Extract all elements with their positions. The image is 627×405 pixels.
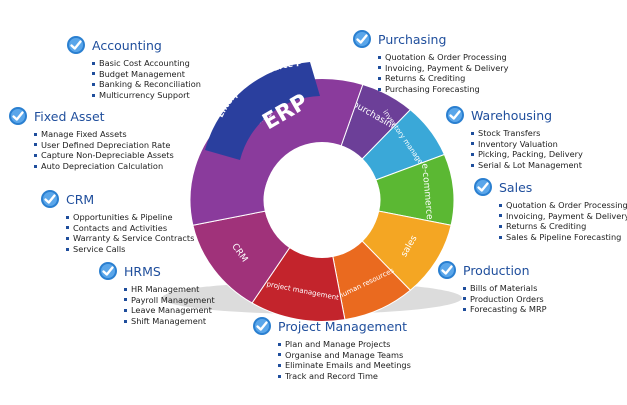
module-purchasing-title: Purchasing — [352, 29, 509, 49]
checkmark-icon — [353, 30, 371, 48]
module-item: Stock Transfers — [471, 128, 583, 139]
module-sales-name: Sales — [499, 179, 533, 195]
module-warehousing-name: Warehousing — [471, 107, 553, 123]
module-item: Returns & Crediting — [378, 73, 509, 84]
module-fixed-asset-title: Fixed Asset — [8, 106, 174, 126]
module-item: Invoicing, Payment & Delivery — [499, 211, 627, 222]
module-production: Production Bills of Materials Production… — [437, 260, 547, 315]
module-accounting: Accounting Basic Cost Accounting Budget … — [66, 35, 201, 101]
module-fixed-asset: Fixed Asset Manage Fixed Assets User Def… — [8, 106, 174, 172]
module-item: Leave Management — [124, 305, 215, 316]
checkmark-icon — [41, 190, 59, 208]
module-item: Bills of Materials — [463, 283, 547, 294]
module-item: Warranty & Service Contracts — [66, 233, 194, 244]
module-project-management-name: Project Management — [278, 318, 408, 334]
module-item: Organise and Manage Teams — [278, 350, 411, 361]
module-crm-title: CRM — [40, 189, 194, 209]
module-item: Budget Management — [92, 69, 201, 80]
wheel-segment-label: e-commerce — [419, 163, 434, 220]
module-item: Track and Record Time — [278, 371, 411, 382]
module-item: Basic Cost Accounting — [92, 58, 201, 69]
module-item: Shift Management — [124, 316, 215, 327]
module-accounting-title: Accounting — [66, 35, 201, 55]
checkmark-icon — [438, 261, 456, 279]
checkmark-icon — [446, 106, 464, 124]
module-item: Capture Non-Depreciable Assets — [34, 150, 174, 161]
module-item: Returns & Crediting — [499, 221, 627, 232]
erp-cap — [205, 62, 320, 160]
module-crm: CRM Opportunities & Pipeline Contacts an… — [40, 189, 194, 255]
module-project-management-title: Project Management — [252, 316, 411, 336]
checkmark-icon — [474, 178, 492, 196]
module-item: Contacts and Activities — [66, 223, 194, 234]
module-item: Manage Fixed Assets — [34, 129, 174, 140]
module-item: Purchasing Forecasting — [378, 84, 509, 95]
module-item: HR Management — [124, 284, 215, 295]
module-crm-name: CRM — [66, 191, 95, 207]
module-warehousing: Warehousing Stock Transfers Inventory Va… — [445, 105, 583, 171]
checkmark-icon — [253, 317, 271, 335]
module-item: Service Calls — [66, 244, 194, 255]
module-purchasing: Purchasing Quotation & Order Processing … — [352, 29, 509, 95]
module-purchasing-name: Purchasing — [378, 31, 447, 47]
module-item: Production Orders — [463, 294, 547, 305]
module-item: Auto Depreciation Calculation — [34, 161, 174, 172]
module-sales-title: Sales — [473, 177, 627, 197]
module-item: Invoicing, Payment & Delivery — [378, 63, 509, 74]
module-item: Quotation & Order Processing — [499, 200, 627, 211]
module-hrms: HRMS HR Management Payroll Management Le… — [98, 261, 215, 327]
module-project-management: Project Management Plan and Manage Proje… — [252, 316, 411, 382]
wheel-center-hole — [264, 142, 380, 258]
module-item: Picking, Packing, Delivery — [471, 149, 583, 160]
module-item: Sales & Pipeline Forecasting — [499, 232, 627, 243]
module-item: Payroll Management — [124, 295, 215, 306]
module-production-name: Production — [463, 262, 530, 278]
module-hrms-title: HRMS — [98, 261, 215, 281]
checkmark-icon — [99, 262, 117, 280]
module-item: Multicurrency Support — [92, 90, 201, 101]
module-item: Quotation & Order Processing — [378, 52, 509, 63]
module-fixed-asset-name: Fixed Asset — [34, 108, 105, 124]
module-warehousing-title: Warehousing — [445, 105, 583, 125]
module-item: Plan and Manage Projects — [278, 339, 411, 350]
checkmark-icon — [9, 107, 27, 125]
module-accounting-name: Accounting — [92, 37, 162, 53]
module-item: User Defined Depreciation Rate — [34, 140, 174, 151]
module-item: Banking & Reconciliation — [92, 79, 201, 90]
module-item: Serial & Lot Management — [471, 160, 583, 171]
module-hrms-name: HRMS — [124, 263, 161, 279]
module-item: Inventory Valuation — [471, 139, 583, 150]
module-item: Eliminate Emails and Meetings — [278, 360, 411, 371]
module-production-title: Production — [437, 260, 547, 280]
module-sales: Sales Quotation & Order Processing Invoi… — [473, 177, 627, 243]
checkmark-icon — [67, 36, 85, 54]
module-item: Forecasting & MRP — [463, 304, 547, 315]
module-item: Opportunities & Pipeline — [66, 212, 194, 223]
